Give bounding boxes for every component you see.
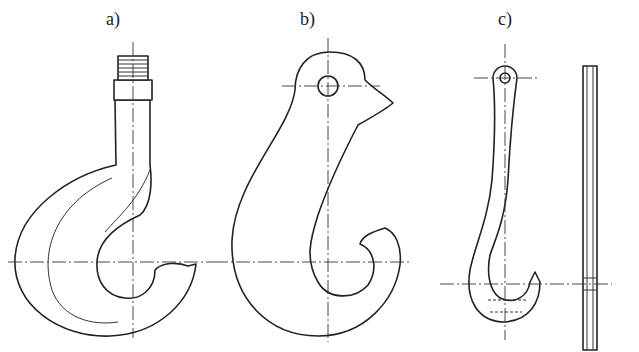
eye-hook <box>440 44 612 350</box>
figure-label: b) <box>300 10 315 28</box>
figure-label: c) <box>498 10 512 28</box>
figure-label: a) <box>106 10 120 28</box>
plate-hook <box>214 38 412 342</box>
shank-hook <box>8 42 214 338</box>
